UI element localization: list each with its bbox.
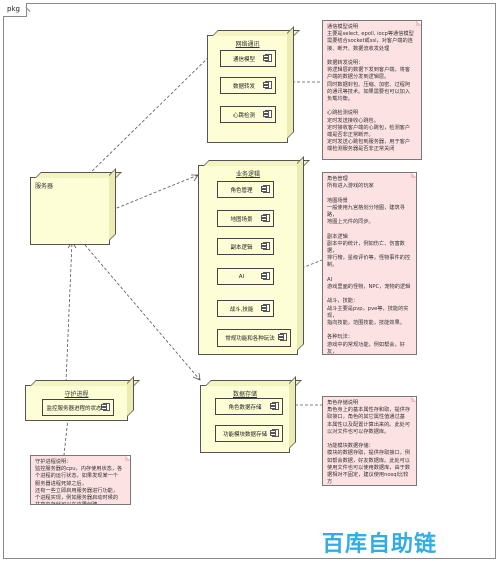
link-server-business [111, 174, 199, 211]
component-combat-skill[interactable]: 战斗,技能 [217, 300, 274, 317]
component-icon [270, 429, 279, 437]
component-icon [278, 333, 287, 341]
package-tab: pkg [3, 3, 27, 17]
link-server-storage [84, 244, 201, 381]
node-storage[interactable]: 数据存储 角色数据存储 功能模块数据存储 [200, 385, 290, 453]
note-business: 角色管理 所有进入游戏的玩家 地图场景 一般使用九宫格划分地图，建筑寻路， 地图… [322, 172, 417, 355]
component-comm-model[interactable]: 通信模型 [220, 50, 276, 67]
component-icon [261, 304, 270, 312]
component-dungeon-logic[interactable]: 副本逻辑 [217, 238, 274, 255]
component-module-storage[interactable]: 功能模块数据存储 [215, 425, 283, 442]
component-map-scene[interactable]: 地图场景 [217, 210, 274, 227]
arrow-business [191, 174, 199, 182]
component-features[interactable]: 常规功能和各种玩法 [217, 329, 291, 347]
note-storage: 角色存储说明 角色身上的基本属性存和取，提供存 取接口，角色的其它属性值通过基 … [322, 396, 417, 486]
component-icon [263, 54, 272, 62]
component-icon [261, 272, 270, 280]
note-guard: 守护进程说明： 监控服务器的cpu，内存使用状态，各 个进程的运行状态，如果发现… [30, 455, 131, 505]
component-icon [270, 402, 279, 410]
component-monitor-process[interactable]: 监控服务器进程的状态 [42, 399, 114, 416]
node-business-title: 业务逻辑 [235, 171, 260, 178]
component-heartbeat[interactable]: 心跳检测 [220, 106, 276, 123]
note-network: 通信模型说明 主要是select, epoll, iocp等通信模型 需要结合s… [322, 20, 422, 160]
link-guard-note [63, 417, 69, 456]
node-guard-title: 守护进程 [64, 391, 89, 398]
watermark-logo: 百库自助链 [322, 532, 438, 557]
component-icon [263, 81, 272, 89]
component-role-storage[interactable]: 角色数据存储 [215, 398, 283, 415]
link-guard-server [65, 241, 73, 383]
component-role-management[interactable]: 角色管理 [217, 181, 274, 198]
node-server-title: 服务器 [35, 183, 54, 190]
link-server-network [84, 47, 219, 179]
component-data-forward[interactable]: 数据转发 [220, 77, 276, 94]
component-icon [101, 403, 110, 411]
node-storage-title: 数据存储 [232, 391, 257, 398]
arrow-storage [192, 372, 201, 381]
node-server[interactable]: 服务器 [30, 177, 110, 245]
component-icon [261, 185, 270, 193]
node-network-title: 网络通讯 [235, 41, 260, 48]
component-icon [261, 242, 270, 250]
node-network[interactable]: 网络通讯 通信模型 数据转发 心跳检测 [207, 35, 288, 143]
node-business[interactable]: 业务逻辑 角色管理 地图场景 副本逻辑 AI 战斗,技能 常规功能和各种玩法 [198, 165, 298, 355]
component-icon [261, 214, 270, 222]
node-guard[interactable]: 守护进程 监控服务器进程的状态 [25, 385, 128, 421]
link-business-note [296, 259, 323, 271]
component-ai[interactable]: AI [217, 268, 274, 285]
component-icon [263, 110, 272, 118]
package-frame [3, 3, 496, 559]
